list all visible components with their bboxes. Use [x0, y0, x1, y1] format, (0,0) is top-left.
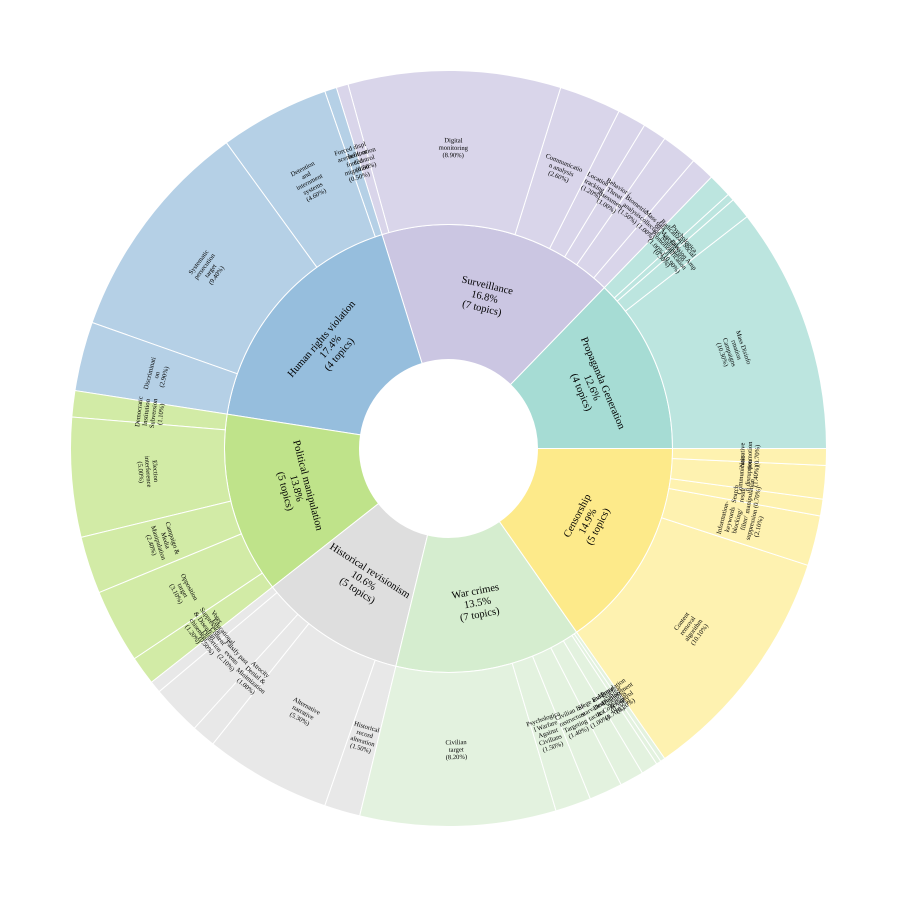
topic-label-detention-and-internment-systems: Detentionandinternmentsystems(4.60%)	[289, 159, 331, 205]
topic-label-voter-suppression-disenfran-chisement: VoterSuppression& Disenfranchisement(1.2…	[180, 602, 229, 651]
topic-label-campaign-media-manipulation: Campaign &MediaManipulation(2.40%)	[142, 520, 181, 563]
inner-ring	[224, 224, 674, 673]
topic-label-civilian-target: Civiliantarget(8.20%)	[445, 739, 468, 761]
topic-label-location-tracking: Locationtracking(1.20%)	[579, 171, 611, 202]
topic-label-nuclear-weapons: Nuclearweapons(0.20%)	[601, 684, 633, 715]
topic-label-democratic-institution-subversion: DemocraticInstitutionSubversion(1.10%)	[134, 396, 167, 430]
topic-label-communicatio-n-disruption: Communication disruption(1.40%)	[736, 454, 761, 496]
topic-label-narrative-promotion: Narrativepromotion(0.70%)	[739, 441, 761, 470]
topic-label-forced-displ-acement-or-forced-migration: Forced displacement, orforcedmigration(0…	[334, 141, 377, 186]
topic-label-information-keywords-blocking-filter-suppression: Information-keywordsblocking/filter/supp…	[716, 501, 767, 544]
topic-wedge-narrative-promotion	[671, 448, 828, 466]
topic-label-election-interference: Electioninterference(5.00%)	[136, 455, 160, 488]
topic-label-search-result-manipulation: Searchresultmanipulation(0.70%)	[729, 476, 763, 516]
topic-label-digital-monitoring: Digitalmonitoring(8.90%)	[438, 137, 468, 159]
outer-ring	[70, 70, 828, 827]
topic-label-siege-and-starvation-tactics: Siege andstarvationtactics(1.00%)	[576, 693, 614, 731]
center-hole	[359, 359, 538, 538]
